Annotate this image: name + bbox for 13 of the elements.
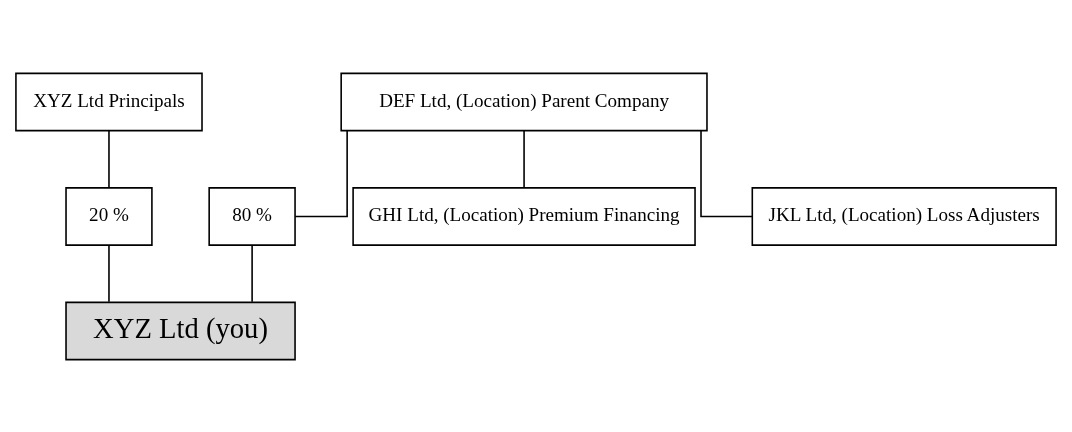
connector: [251, 244, 253, 303]
node-box: XYZ Ltd (you): [65, 301, 296, 360]
connector: [294, 129, 348, 217]
node-box: JKL Ltd, (Location) Loss Adjusters: [751, 186, 1057, 246]
node-box: 20 %: [65, 186, 153, 246]
connector: [108, 129, 110, 188]
node-box: 80 %: [208, 186, 296, 246]
node-box: DEF Ltd, (Location) Parent Company: [340, 72, 708, 131]
connector: [523, 129, 525, 188]
node-box: GHI Ltd, (Location) Premium Financing: [352, 186, 696, 246]
connector: [700, 129, 754, 217]
node-box: XYZ Ltd Principals: [15, 72, 203, 131]
connector: [108, 244, 110, 303]
